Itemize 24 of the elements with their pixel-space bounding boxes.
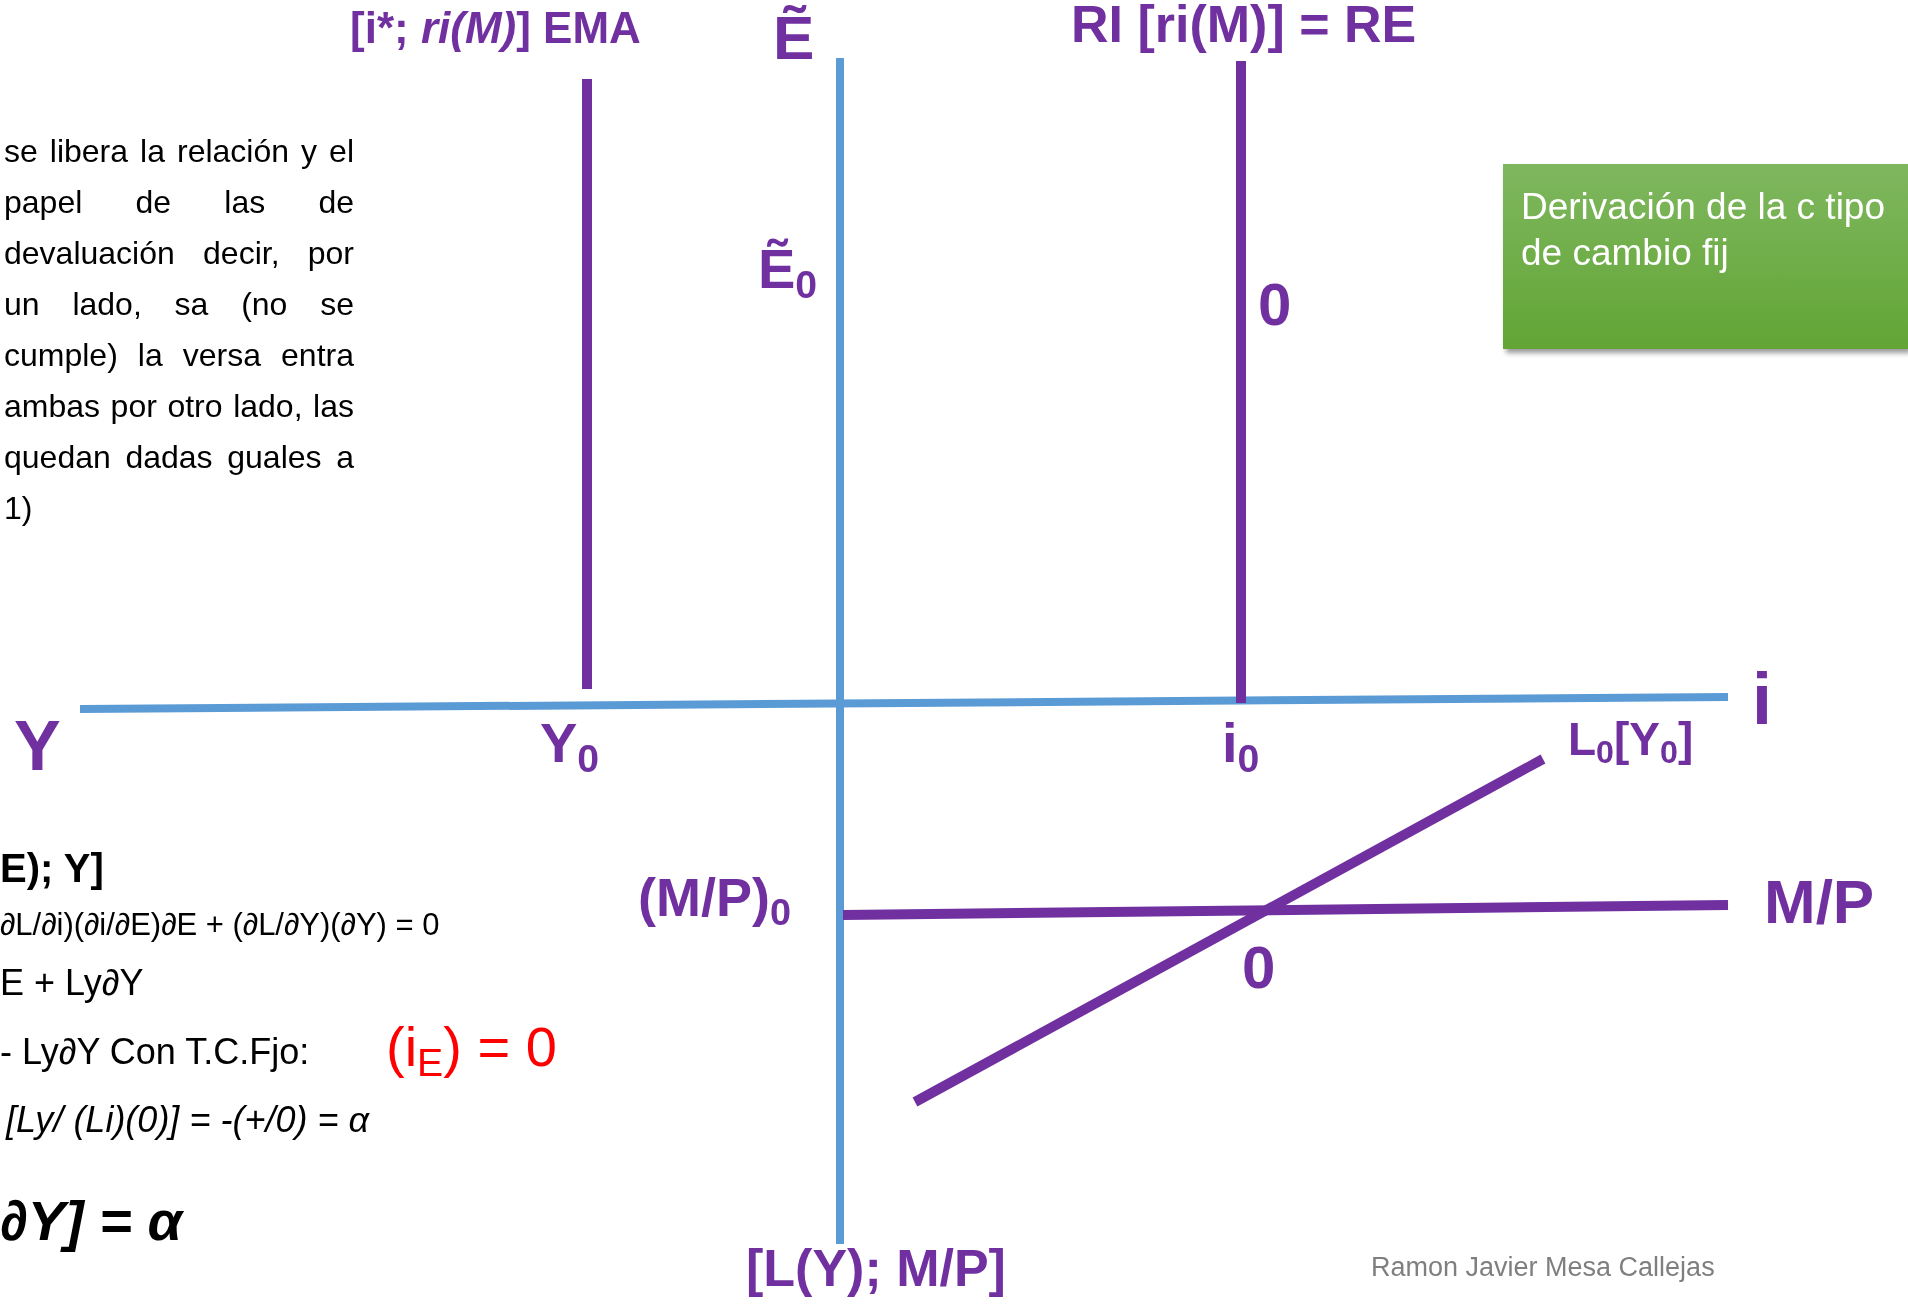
- value-label: 0: [1258, 272, 1292, 338]
- credit-text: Ramon Javier Mesa Callejas: [1371, 1253, 1715, 1283]
- value-label: 0: [1242, 935, 1276, 1001]
- equation: - Ly∂Y Con T.C.Fjo:: [0, 1032, 310, 1072]
- equation: E + Ly∂Y: [0, 963, 144, 1003]
- axis-label: (M/P)$_{0}$: [638, 868, 791, 934]
- equation: (i$_{E}$) = 0: [386, 1016, 557, 1084]
- axis-label: Y: [14, 708, 61, 785]
- curve-label: [i*; ri(M)] EMA: [350, 4, 641, 53]
- curve-label: L$_{0}$[Y$_{0}$]: [1568, 714, 1694, 771]
- axis-label: [L(Y); M/P]: [746, 1240, 1006, 1298]
- paragraph: se libera la relación y el papel de las de devaluación decir, por un lado, sa (no se cumple) la versa entra ambas por otro lado, las quedan dadas guales a 1): [4, 132, 354, 528]
- axis-label: Y$_{0}$: [540, 712, 600, 780]
- axis-label: Ẽ$_{0}$: [758, 238, 818, 306]
- title-banner: Derivación de la c tipo de cambio fij: [1503, 164, 1908, 349]
- axis-label: M/P: [1764, 868, 1875, 937]
- equation: E); Y]: [0, 846, 104, 890]
- axis-label: Ẽ: [773, 4, 815, 73]
- curve-label: RI [ri(M)] = RE: [1071, 0, 1417, 54]
- equation: ∂Y] = α: [0, 1190, 183, 1252]
- axis-label: i: [1752, 660, 1772, 740]
- axis-label: i$_{0}$: [1222, 712, 1260, 780]
- equation: [Ly/ (Li)(0)] = -(+/0) = α: [6, 1100, 369, 1140]
- equation: ∂L/∂i)(∂i/∂E)∂E + (∂L/∂Y)(∂Y) = 0: [0, 908, 440, 943]
